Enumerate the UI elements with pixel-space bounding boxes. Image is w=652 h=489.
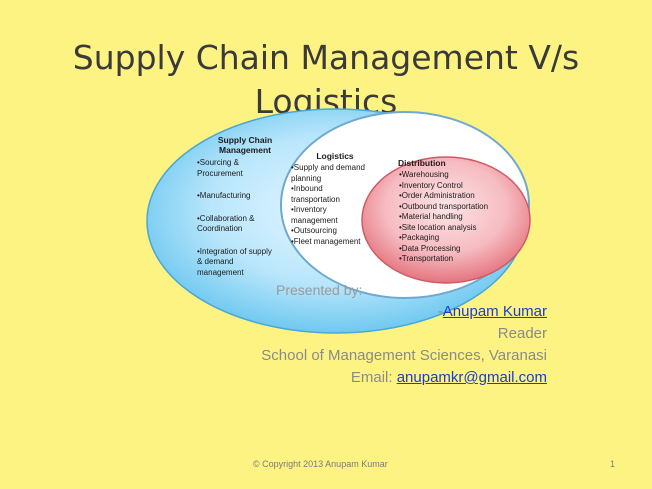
list-item: •Fleet management	[291, 236, 361, 246]
list-item: •Packaging	[399, 233, 440, 242]
list-item: •Inbound	[291, 184, 323, 193]
logistics-heading: Logistics	[316, 151, 354, 161]
logistics-items: •Supply and demand planning •Inbound tra…	[291, 163, 381, 247]
list-item: •Sourcing &	[197, 158, 239, 167]
list-item: •Manufacturing	[197, 191, 251, 200]
list-item: Procurement	[197, 168, 243, 178]
list-item: & demand	[197, 257, 234, 266]
list-item: •Supply and demand	[291, 163, 365, 172]
list-item: •Material handling	[399, 212, 463, 221]
distribution-heading: Distribution	[398, 158, 446, 168]
presenter-name-link[interactable]: Anupam Kumar	[442, 303, 547, 320]
list-item: •Outsourcing	[291, 226, 337, 235]
list-item: •Site location analysis	[399, 222, 477, 232]
list-item: •Collaboration &	[197, 213, 255, 223]
copyright-footer: © Copyright 2013 Anupam Kumar	[253, 459, 388, 469]
list-item: •Warehousing	[399, 170, 449, 179]
scm-heading-line1: Supply Chain	[217, 135, 273, 145]
presenter-email-line: Email: anupamkr@gmail.com	[261, 367, 547, 389]
distribution-items: •Warehousing •Inventory Control •Order A…	[399, 170, 514, 265]
distribution-ellipse	[361, 156, 531, 284]
list-item: •Inventory	[291, 205, 327, 214]
slide-title-line1: Supply Chain Management V/s	[72, 38, 580, 77]
list-item: transportation	[291, 194, 340, 204]
scm-heading: Supply Chain Management	[205, 135, 285, 155]
presenter-role: Reader	[497, 325, 547, 342]
email-label: Email:	[350, 369, 397, 386]
scm-items: •Sourcing & Procurement •Manufacturing •…	[197, 158, 293, 278]
email-link[interactable]: anupamkr@gmail.com	[396, 369, 547, 386]
list-item: •Outbound transportation	[399, 201, 489, 211]
presenter-block: -Anupam Kumar Reader School of Managemen…	[261, 301, 547, 389]
list-item: management	[291, 215, 338, 225]
list-item: •Order Administration	[399, 191, 475, 200]
presenter-school: School of Management Sciences, Varanasi	[261, 347, 547, 364]
list-item: Coordination	[197, 224, 243, 233]
scm-heading-line2: Management	[219, 145, 271, 155]
presenter-name-line: -Anupam Kumar	[261, 301, 547, 323]
list-item: planning	[291, 173, 322, 183]
presented-by-label: Presented by:	[276, 282, 363, 298]
page-number: 1	[610, 459, 616, 469]
list-item: •Inventory Control	[399, 180, 463, 190]
list-item: management	[197, 267, 244, 277]
list-item: •Data Processing	[399, 243, 461, 253]
presenter-dash: -	[437, 303, 443, 320]
list-item: •Transportation	[399, 254, 454, 263]
list-item: •Integration of supply	[197, 246, 272, 256]
